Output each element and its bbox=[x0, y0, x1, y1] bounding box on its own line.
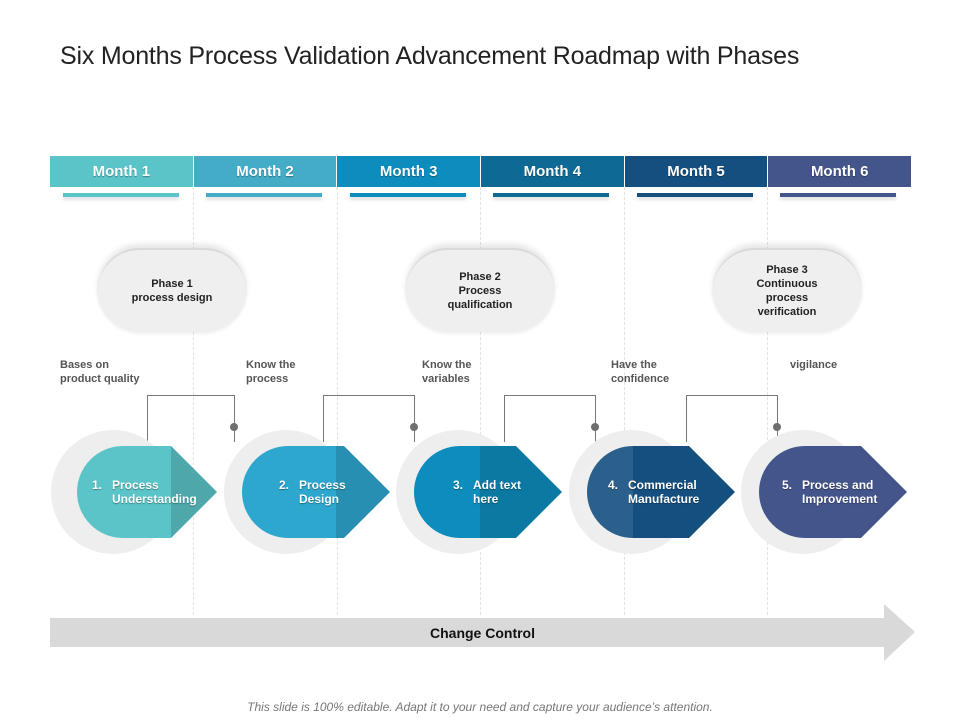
phase-2-box: Phase 2 Process qualification bbox=[406, 248, 554, 332]
step-5-text: Process and Improvement bbox=[802, 478, 878, 506]
step-1-shape bbox=[51, 430, 217, 554]
step-5-shape bbox=[741, 430, 907, 554]
connector-4 bbox=[686, 395, 778, 442]
connector-3 bbox=[504, 395, 596, 442]
step-5: 5. Process and Improvement bbox=[741, 430, 931, 554]
step-3-shape bbox=[396, 430, 562, 554]
step-4: 4. Commercial Manufacture bbox=[569, 430, 759, 554]
step-4-label: 4. Commercial Manufacture bbox=[608, 478, 699, 506]
connector-2 bbox=[323, 395, 415, 442]
change-control-label: Change Control bbox=[430, 625, 535, 641]
month-underline-2 bbox=[206, 193, 322, 197]
step-3-text: Add text here bbox=[473, 478, 521, 506]
month-underline-4 bbox=[493, 193, 609, 197]
month-header-2: Month 2 bbox=[193, 156, 338, 187]
step-1-number: 1. bbox=[92, 478, 103, 492]
step-5-number: 5. bbox=[782, 478, 793, 492]
footer-note: This slide is 100% editable. Adapt it to… bbox=[247, 700, 713, 714]
step-3-number: 3. bbox=[453, 478, 464, 492]
month-header-1: Month 1 bbox=[50, 156, 194, 187]
page-title: Six Months Process Validation Advancemen… bbox=[60, 42, 800, 70]
step-4-text: Commercial Manufacture bbox=[628, 478, 700, 506]
step-2-number: 2. bbox=[279, 478, 290, 492]
month-underline-5 bbox=[637, 193, 753, 197]
step-1-text: Process Understanding bbox=[112, 478, 197, 506]
month-header-3: Month 3 bbox=[337, 156, 482, 187]
connector-1 bbox=[147, 395, 235, 442]
step-2-text: Process Design bbox=[299, 478, 346, 506]
note-5: vigilance bbox=[790, 359, 838, 371]
step-4-number: 4. bbox=[608, 478, 619, 492]
month-divider-2 bbox=[337, 187, 338, 615]
step-5-label: 5. Process and Improvement bbox=[782, 478, 877, 506]
step-2-shape bbox=[224, 430, 390, 554]
connector-dot-2 bbox=[410, 423, 418, 431]
month-underline-1 bbox=[63, 193, 179, 197]
phase-3-box: Phase 3 Continuous process verification bbox=[713, 248, 861, 332]
step-3-label: 3. Add text here bbox=[453, 478, 521, 506]
step-1-label: 1. Process Understanding bbox=[92, 478, 197, 506]
note-2: Know the process bbox=[246, 359, 296, 385]
month-divider-4 bbox=[624, 187, 625, 615]
step-4-shape bbox=[569, 430, 735, 554]
step-2-label: 2. Process Design bbox=[279, 478, 346, 506]
note-4: Have the confidence bbox=[611, 359, 670, 385]
month-header-6: Month 6 bbox=[768, 156, 912, 187]
step-3: 3. Add text here bbox=[396, 430, 586, 554]
month-divider-5 bbox=[767, 187, 768, 615]
step-2: 2. Process Design bbox=[224, 430, 414, 554]
month-header-bar: Month 1 Month 2 Month 3 Month 4 Month 5 … bbox=[50, 156, 912, 187]
phase-1-box: Phase 1 process design bbox=[98, 248, 246, 332]
connector-dot-3 bbox=[591, 423, 599, 431]
month-underline-6 bbox=[780, 193, 896, 197]
month-divider-1 bbox=[193, 187, 194, 615]
month-underline-3 bbox=[350, 193, 466, 197]
month-divider-3 bbox=[480, 187, 481, 615]
note-1: Bases on product quality bbox=[60, 359, 140, 385]
step-1: 1. Process Understanding bbox=[51, 430, 241, 554]
connector-dot-4 bbox=[773, 423, 781, 431]
month-header-4: Month 4 bbox=[481, 156, 625, 187]
change-control-arrow bbox=[50, 604, 915, 661]
note-3: Know the variables bbox=[422, 359, 472, 385]
connector-dot-1 bbox=[230, 423, 238, 431]
month-header-5: Month 5 bbox=[624, 156, 769, 187]
